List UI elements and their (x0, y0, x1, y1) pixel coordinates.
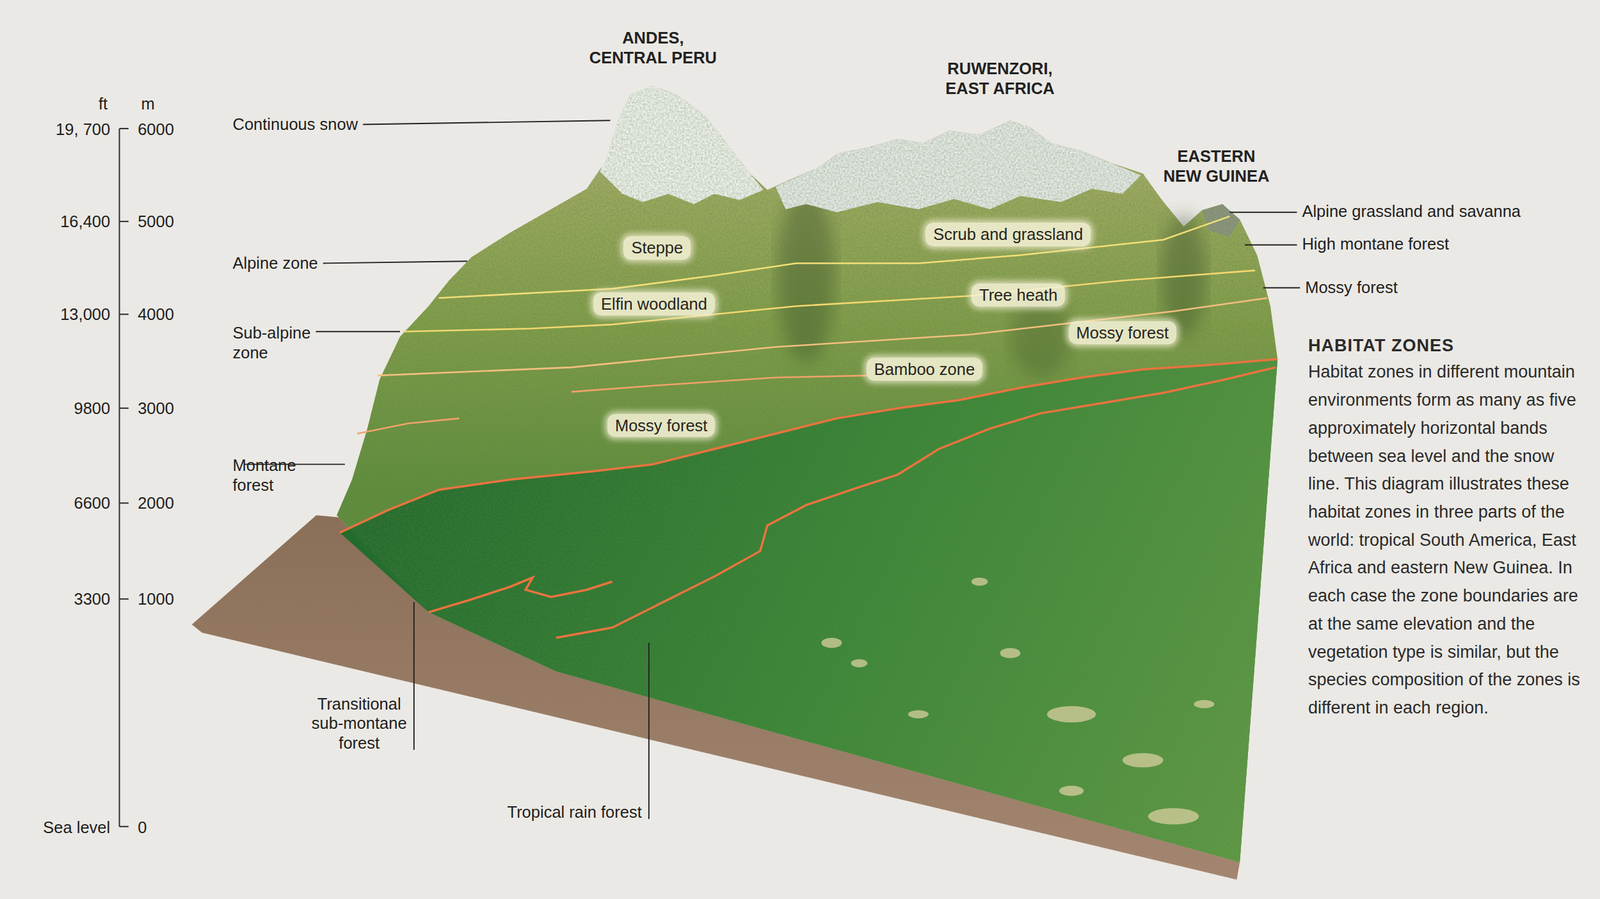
zone-callout: Alpine grassland and savanna (1301, 201, 1521, 222)
axis-value: 4000 (137, 304, 175, 325)
zone-callout: Transitional sub-montane forest (311, 694, 408, 754)
zone-boundaries (339, 216, 1278, 639)
leader-line (362, 120, 610, 125)
leader-line (315, 330, 400, 333)
axis-value: Sea level (42, 817, 111, 838)
leader-lines (244, 120, 1301, 820)
zone-callout: Alpine zone (232, 253, 319, 274)
axis-value: 6600 (74, 493, 111, 514)
zone-callout: Montane forest (232, 455, 240, 495)
axis-value: 13,000 (60, 304, 111, 325)
zone-callout: Sub-alpine zone (232, 323, 312, 363)
leader-line (244, 464, 345, 466)
axis-value: 0 (137, 817, 147, 838)
zone-label: Steppe (623, 236, 691, 260)
axis-value: 9800 (74, 398, 111, 419)
zone-callout: Mossy forest (1304, 277, 1398, 298)
zone-label: Elfin woodland (593, 292, 715, 317)
region-heading: EASTERN NEW GUINEA (1163, 146, 1270, 186)
zone-label: Mossy forest (607, 414, 716, 438)
leader-line (413, 602, 415, 751)
vegetation-texture (336, 85, 1278, 863)
leader-line (648, 643, 650, 820)
zone-callout: High montane forest (1301, 234, 1449, 255)
leader-line (1229, 211, 1297, 214)
zone-callout: Tropical rain forest (507, 802, 642, 823)
caption-text: Habitat zones in different mountain envi… (1308, 358, 1581, 723)
axis-value: 16,400 (60, 211, 111, 232)
zone-label: Bamboo zone (866, 357, 983, 382)
region-heading: ANDES, CENTRAL PERU (588, 28, 717, 68)
zone-label: Tree heath (971, 283, 1065, 308)
zone-label: Scrub and grassland (925, 222, 1091, 247)
leader-line (1244, 244, 1297, 246)
axis-value: 1000 (137, 589, 175, 610)
elevation-axis (119, 128, 129, 827)
zone-callout: Continuous snow (232, 114, 359, 135)
zone-label: Mossy forest (1068, 321, 1177, 345)
axis-unit: m (141, 94, 155, 114)
region-heading: RUWENZORI, EAST AFRICA (945, 58, 1055, 98)
axis-value: 2000 (137, 493, 175, 514)
axis-value: 3300 (74, 589, 111, 610)
caption-panel: HABITAT ZONESHabitat zones in different … (1308, 332, 1581, 723)
leader-line (1263, 287, 1300, 289)
axis-value: 19, 700 (55, 119, 111, 140)
leader-line (323, 261, 468, 264)
caption-title: HABITAT ZONES (1308, 332, 1581, 360)
clearings (821, 577, 1215, 825)
axis-value: 6000 (137, 119, 175, 140)
axis-unit: ft (98, 94, 108, 114)
axis-value: 5000 (137, 211, 175, 232)
axis-value: 3000 (137, 398, 175, 419)
mountain-surface (336, 85, 1278, 863)
